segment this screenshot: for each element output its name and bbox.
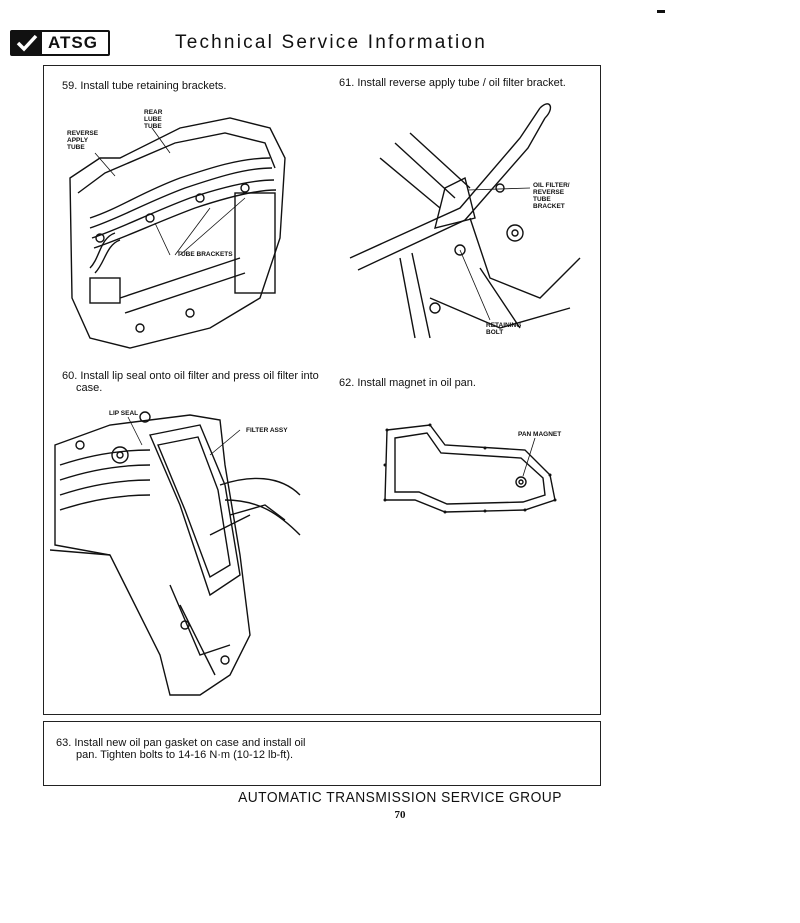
footer-org: AUTOMATIC TRANSMISSION SERVICE GROUP — [238, 789, 562, 806]
step-59: 59. Install tube retaining brackets. — [62, 80, 227, 92]
page-title: Technical Service Information — [175, 32, 487, 53]
step-62: 62. Install magnet in oil pan. — [339, 377, 476, 389]
page-number: 70 — [394, 809, 406, 821]
checkmark-icon — [12, 32, 42, 54]
label-lip-seal: LIP SEAL — [109, 410, 139, 417]
corner-mark — [657, 10, 665, 13]
label-oil-filter-bracket: OIL FILTER/ REVERSE TUBE BRACKET — [533, 182, 570, 210]
label-filter-assy: FILTER ASSY — [246, 427, 288, 434]
figure-62-oil-pan — [383, 423, 557, 514]
figure-59-tube-brackets — [69, 117, 286, 349]
step-60-line2: case. — [76, 382, 103, 394]
step-63-frame — [43, 721, 601, 786]
atsg-logo: ATSG — [10, 30, 110, 56]
label-retaining-bolt: RETAINING BOLT — [486, 322, 522, 336]
logo-text: ATSG — [48, 33, 98, 52]
figure-60-oil-filter — [50, 411, 301, 696]
step-63: 63. Install new oil pan gasket on case a… — [56, 737, 306, 761]
step-63-line1: 63. Install new oil pan gasket on case a… — [56, 737, 306, 749]
label-reverse-apply-tube: REVERSE APPLY TUBE — [67, 130, 99, 151]
step-60: 60. Install lip seal onto oil filter and… — [62, 370, 319, 394]
step-61: 61. Install reverse apply tube / oil fil… — [339, 77, 566, 89]
instructions-frame — [43, 65, 601, 715]
step-63-line2: pan. Tighten bolts to 14-16 N·m (10-12 l… — [76, 749, 294, 761]
label-pan-magnet: PAN MAGNET — [518, 431, 562, 438]
step-60-line1: 60. Install lip seal onto oil filter and… — [62, 370, 319, 382]
figure-61-oil-filter-bracket — [349, 103, 581, 339]
label-tube-brackets: TUBE BRACKETS — [177, 251, 233, 258]
label-rear-lube-tube: REAR LUBE TUBE — [144, 109, 163, 130]
